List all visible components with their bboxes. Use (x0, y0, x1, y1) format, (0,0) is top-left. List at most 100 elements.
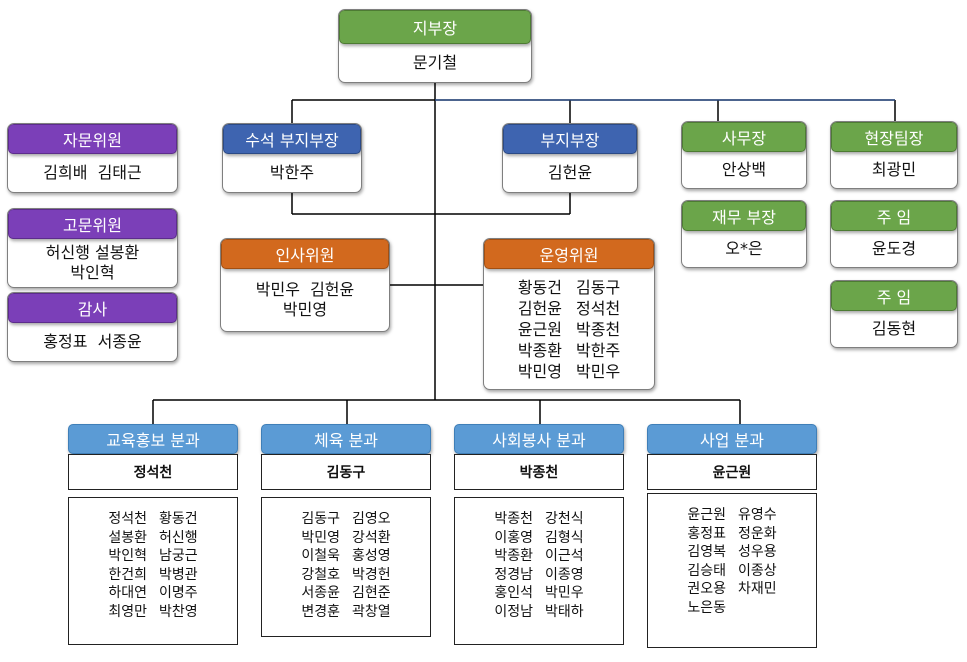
dept-member: 서종윤 (301, 585, 340, 601)
dept-member: 박민영 (301, 529, 340, 546)
dept-member: 유영수 (738, 507, 777, 523)
dept-member: 이종상 (738, 562, 777, 579)
field-lead-card: 현장팀장 최광민 (830, 121, 958, 189)
dept-member: 강천식 (545, 511, 584, 527)
dept-member: 강석환 (352, 529, 391, 546)
dept-member: 박종환 (494, 548, 533, 564)
ops-member: 황동건 (517, 277, 562, 297)
dept-title-business: 사업 분과 (647, 424, 817, 454)
vice-title: 부지부장 (503, 124, 637, 154)
field-lead-name: 최광민 (871, 160, 917, 179)
dept-member: 박종천 (494, 511, 533, 527)
finance-name: 오*은 (725, 239, 763, 258)
finance-card: 재무 부장 오*은 (681, 200, 807, 268)
dept-member: 남궁근 (159, 548, 198, 564)
dept-member: 홍정표 (687, 525, 726, 542)
auditors-names: 홍정표 서종윤 (43, 332, 142, 351)
dept-member: 김동구 (301, 511, 340, 527)
consultants-line1: 허신행 설봉환 (45, 243, 140, 262)
dept-member: 정경남 (494, 566, 533, 583)
senior-vice-card: 수석 부지부장 박한주 (222, 123, 362, 193)
chief-name: 문기철 (412, 53, 458, 72)
vice-card: 부지부장 김헌윤 (502, 123, 638, 193)
secretary-title: 사무장 (682, 122, 806, 152)
dept-member: 강철호 (301, 566, 340, 583)
finance-title: 재무 부장 (682, 201, 806, 231)
ops-member: 박민우 (576, 361, 621, 381)
staff1-name: 윤도경 (871, 239, 917, 258)
dept-title-edu: 교육홍보 분과 (68, 424, 238, 454)
dept-member: 설봉환 (108, 529, 147, 546)
ops-member: 박한주 (576, 340, 621, 360)
dept-member: 홍성영 (352, 548, 391, 564)
dept-lead-sports: 김동구 (261, 454, 431, 490)
dept-member: 최영만 (108, 603, 147, 620)
dept-member: 이홍영 (494, 529, 533, 546)
hr-names: 박민우 김헌윤 박민영 (221, 269, 389, 331)
dept-member: 변경훈 (301, 603, 340, 620)
dept-member: 이명주 (159, 585, 198, 601)
hr-title: 인사위원 (221, 239, 389, 269)
dept-member: 이정남 (494, 603, 533, 620)
senior-vice-name: 박한주 (269, 163, 315, 182)
dept-member: 김영복 (687, 544, 726, 560)
senior-vice-title: 수석 부지부장 (223, 124, 361, 154)
dept-member: 윤근원 (687, 507, 726, 523)
auditors-title: 감사 (8, 293, 177, 323)
staff1-title: 주 임 (831, 201, 957, 231)
dept-member: 정석천 (108, 511, 147, 527)
secretary-card: 사무장 안상백 (681, 121, 807, 189)
hr-line2: 박민영 (282, 300, 328, 319)
field-lead-title: 현장팀장 (831, 122, 957, 152)
dept-lead-edu: 정석천 (68, 454, 238, 490)
auditors-card: 감사 홍정표 서종윤 (7, 292, 178, 362)
consultants-names: 허신행 설봉환 박인혁 (8, 239, 177, 287)
dept-member: 이철욱 (301, 548, 340, 564)
dept-member: 박태하 (545, 603, 584, 620)
dept-member: 차재민 (738, 581, 777, 597)
staff2-title: 주 임 (831, 281, 957, 311)
dept-member: 성우용 (738, 544, 777, 560)
dept-title-volunteer: 사회봉사 분과 (454, 424, 624, 454)
consultants-card: 고문위원 허신행 설봉환 박인혁 (7, 208, 178, 288)
ops-member: 정석천 (576, 298, 621, 318)
ops-member: 박민영 (517, 361, 562, 381)
dept-member: 박민우 (545, 585, 584, 601)
hr-card: 인사위원 박민우 김헌윤 박민영 (220, 238, 390, 332)
dept-member: 박경헌 (352, 566, 391, 583)
dept-member: 황동건 (159, 511, 198, 527)
dept-member: 김현준 (352, 585, 391, 601)
vice-name: 김헌윤 (547, 163, 593, 182)
dept-member: 허신행 (159, 529, 198, 546)
dept-member: 이종영 (545, 566, 584, 583)
dept-title-sports: 체육 분과 (261, 424, 431, 454)
consultants-title: 고문위원 (8, 209, 177, 239)
dept-member: 홍인석 (494, 585, 533, 601)
staff2-card: 주 임 김동현 (830, 280, 958, 348)
staff2-name: 김동현 (871, 319, 917, 338)
hr-line1: 박민우 김헌윤 (255, 280, 355, 299)
dept-member: 박인혁 (108, 548, 147, 564)
dept-lead-volunteer: 박종천 (454, 454, 624, 490)
ops-member: 윤근원 (517, 319, 562, 339)
advisors-title: 자문위원 (8, 124, 177, 154)
chief-card: 지부장 문기철 (338, 9, 532, 83)
ops-member: 박종천 (576, 319, 621, 339)
dept-member: 김승태 (687, 562, 726, 579)
dept-member: 곽창열 (352, 603, 391, 620)
dept-member: 정운화 (738, 525, 777, 542)
staff1-card: 주 임 윤도경 (830, 200, 958, 268)
ops-member: 김헌윤 (517, 298, 562, 318)
advisors-names: 김희배 김태근 (43, 163, 142, 182)
dept-member: 박병관 (159, 566, 198, 583)
